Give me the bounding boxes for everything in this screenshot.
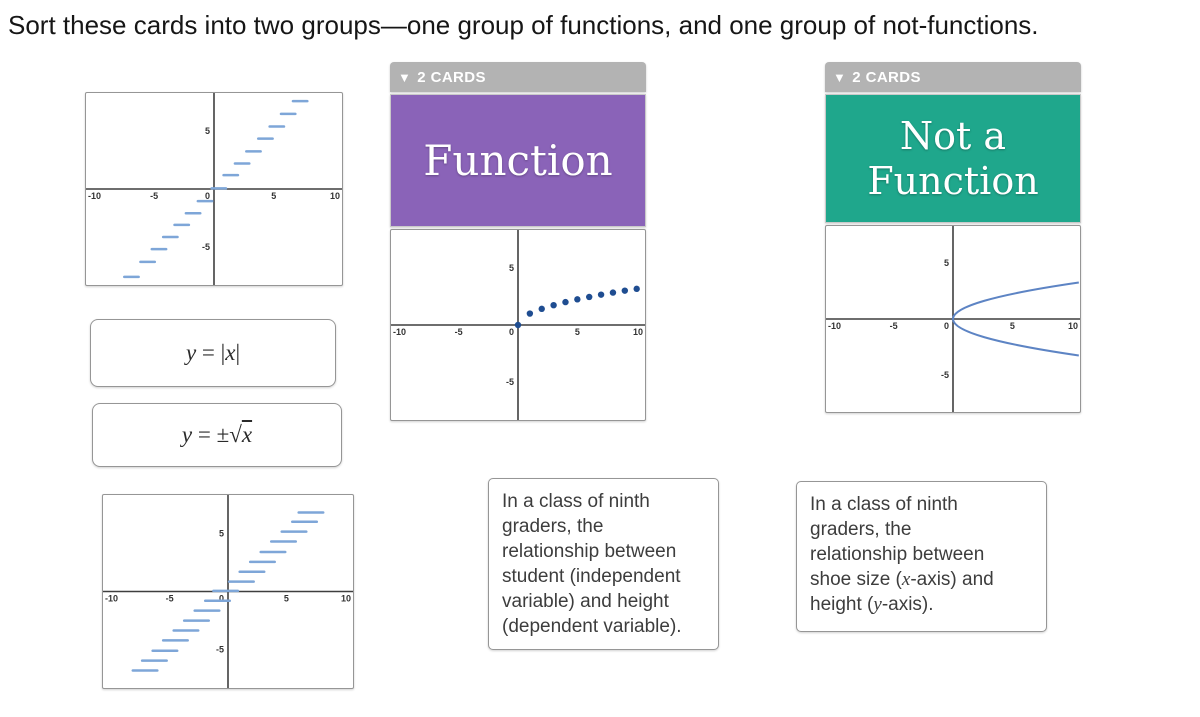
group-function-header[interactable]: ▼ 2 CARDS — [390, 62, 646, 92]
svg-text:-5: -5 — [150, 191, 158, 201]
svg-text:5: 5 — [944, 258, 949, 268]
equation-text: y = |x| — [185, 340, 241, 365]
svg-text:10: 10 — [1068, 321, 1078, 331]
svg-text:5: 5 — [271, 191, 276, 201]
group-not-function: ▼ 2 CARDS Not a Function -10 -5 0 5 10 5 -5 — [825, 62, 1081, 413]
group-function: ▼ 2 CARDS Function -10 -5 0 5 10 5 -5 — [390, 62, 646, 421]
svg-text:-10: -10 — [88, 191, 101, 201]
svg-text:0: 0 — [509, 327, 514, 337]
svg-text:10: 10 — [341, 594, 351, 604]
group-not-function-header[interactable]: ▼ 2 CARDS — [825, 62, 1081, 92]
triangle-down-icon[interactable]: ▼ — [833, 69, 847, 85]
svg-text:-10: -10 — [828, 321, 841, 331]
card-equation-plus-minus-sqrt[interactable]: y = ±√x — [92, 403, 342, 467]
svg-text:-10: -10 — [105, 594, 118, 604]
card-equation-absolute-value[interactable]: y = |x| — [90, 319, 336, 387]
svg-text:-5: -5 — [455, 327, 463, 337]
svg-text:-5: -5 — [890, 321, 898, 331]
card-graph-sqrt-dots[interactable]: -10 -5 0 5 10 5 -5 — [390, 229, 646, 421]
svg-text:-5: -5 — [941, 370, 949, 380]
svg-text:5: 5 — [509, 263, 514, 273]
card-graph-step-large[interactable]: -10 -5 0 5 10 5 -5 — [102, 494, 354, 689]
svg-text:10: 10 — [633, 327, 643, 337]
card-graph-sideways-parabola[interactable]: -10 -5 0 5 10 5 -5 — [825, 225, 1081, 413]
svg-text:0: 0 — [219, 594, 224, 604]
svg-text:5: 5 — [284, 594, 289, 604]
svg-text:-10: -10 — [393, 327, 406, 337]
card-not-function-label[interactable]: Not a Function — [825, 94, 1081, 223]
card-function-label[interactable]: Function — [390, 94, 646, 227]
group-card-count: 2 CARDS — [852, 68, 921, 86]
card-graph-step-small[interactable]: -10 -5 0 5 10 5 -5 — [85, 92, 343, 286]
svg-text:10: 10 — [330, 191, 340, 201]
svg-text:5: 5 — [1010, 321, 1015, 331]
svg-text:5: 5 — [205, 126, 210, 136]
svg-text:-5: -5 — [216, 645, 224, 655]
step-function-plot: -10 -5 0 5 10 5 -5 — [86, 93, 342, 285]
sideways-parabola-plot: -10 -5 0 5 10 5 -5 — [826, 226, 1080, 412]
step-function-plot: -10 -5 0 5 10 5 -5 — [103, 495, 353, 688]
svg-text:5: 5 — [219, 528, 224, 538]
svg-text:-5: -5 — [506, 377, 514, 387]
svg-text:-5: -5 — [202, 242, 210, 252]
svg-text:0: 0 — [205, 191, 210, 201]
page-title: Sort these cards into two groups—one gro… — [8, 10, 1039, 40]
group-card-count: 2 CARDS — [417, 68, 486, 86]
equation-text: y = ±√x — [181, 422, 253, 447]
svg-text:-5: -5 — [166, 594, 174, 604]
sqrt-dots-plot: -10 -5 0 5 10 5 -5 — [391, 230, 645, 420]
svg-text:5: 5 — [575, 327, 580, 337]
group-title-text: Function — [423, 136, 613, 185]
group-title-text: Not a Function — [867, 113, 1039, 203]
triangle-down-icon[interactable]: ▼ — [398, 69, 412, 85]
svg-text:0: 0 — [944, 321, 949, 331]
